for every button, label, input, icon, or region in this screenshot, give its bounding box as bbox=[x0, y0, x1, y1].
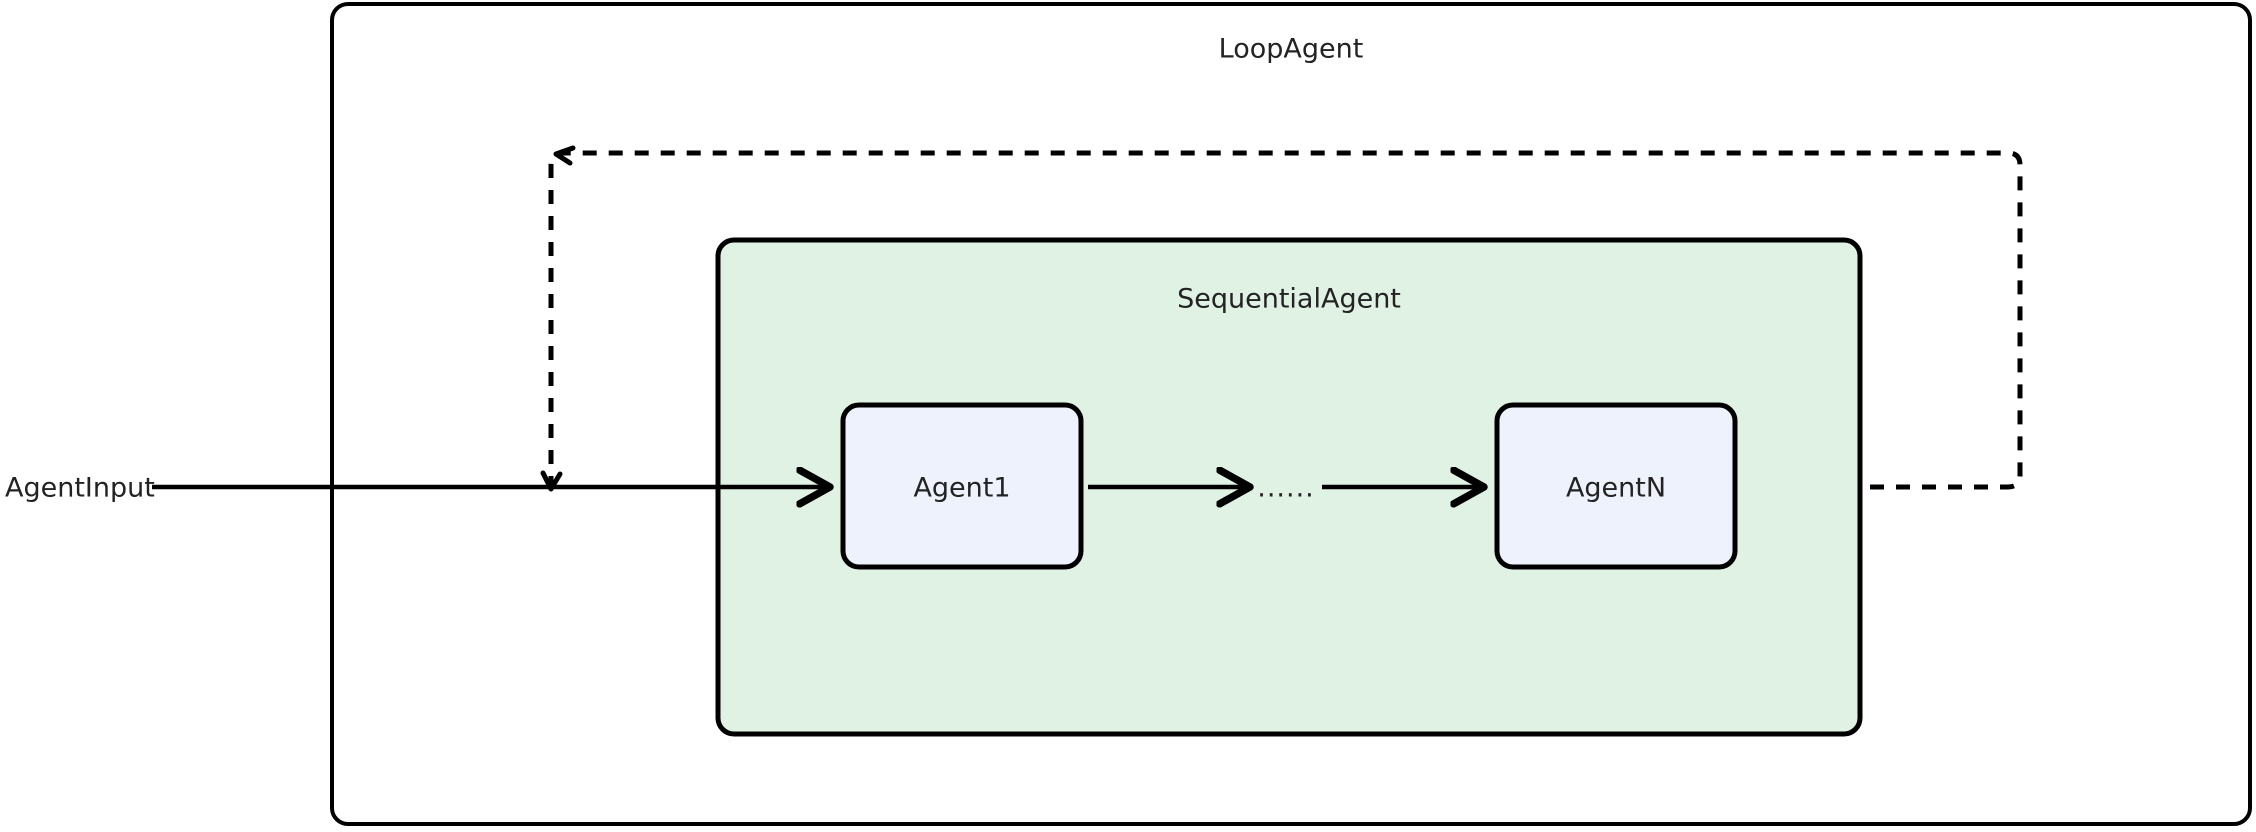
loop-back-arrow-top bbox=[553, 145, 576, 166]
sequential-agent-label: SequentialAgent bbox=[1177, 284, 1401, 315]
agent-input-label: AgentInput bbox=[5, 473, 155, 504]
node-ellipsis-label: ...... bbox=[1257, 473, 1315, 504]
node-agentN-label: AgentN bbox=[1566, 473, 1666, 504]
loop-agent-label: LoopAgent bbox=[1219, 34, 1364, 65]
node-agent1[interactable] bbox=[840, 402, 1084, 570]
loop-back-edge bbox=[548, 150, 2023, 490]
node-agentN[interactable] bbox=[1494, 402, 1738, 570]
node-agent1-label: Agent1 bbox=[913, 473, 1010, 504]
